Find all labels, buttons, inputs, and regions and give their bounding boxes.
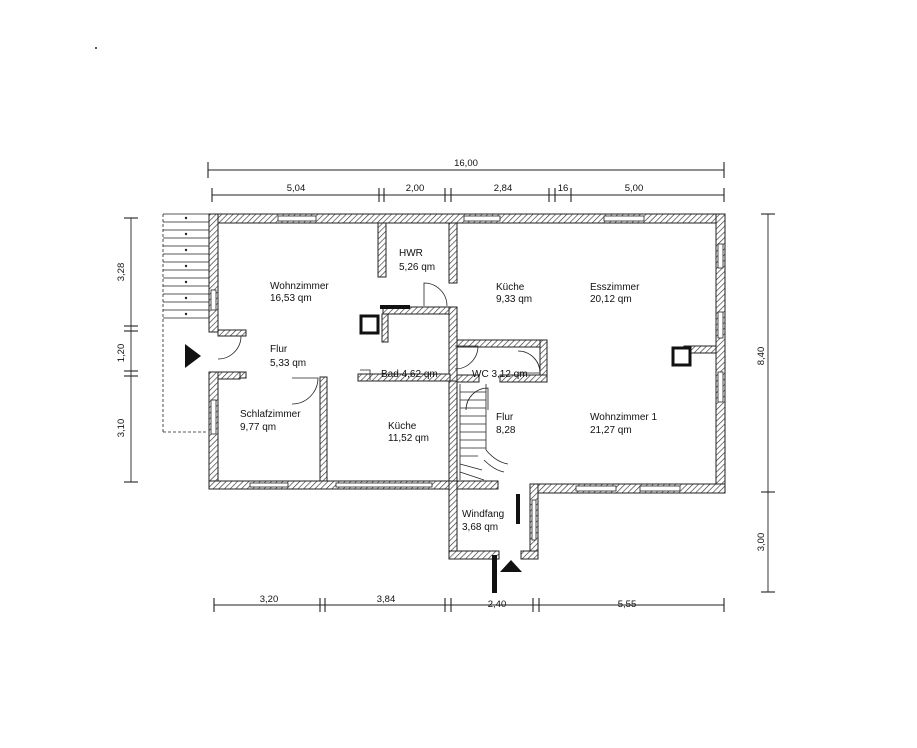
room-kueche-lower-area: 11,52 qm xyxy=(388,433,429,444)
room-flur-center-area: 8,28 xyxy=(496,425,516,436)
room-kueche-lower-name: Küche xyxy=(388,421,417,432)
room-schlafzimmer-area: 9,77 qm xyxy=(240,422,276,433)
dimension-left: 3,28 1,20 3,10 xyxy=(116,217,138,483)
door-swings xyxy=(217,282,541,411)
dim-top-4: 16 xyxy=(558,183,569,194)
dim-right-1: 8,40 xyxy=(756,347,767,366)
room-kueche-upper-name: Küche xyxy=(496,282,525,293)
dim-left-1: 3,28 xyxy=(116,263,127,282)
dim-top-5: 5,00 xyxy=(625,183,644,194)
dim-left-3: 3,10 xyxy=(116,419,127,438)
entrance-arrow-bottom xyxy=(500,560,522,572)
dim-top-2: 2,00 xyxy=(406,183,425,194)
dimension-right: 8,40 3,00 xyxy=(756,213,775,593)
room-bad: Bad 4,62 qm xyxy=(381,369,438,380)
room-windfang-area: 3,68 qm xyxy=(462,522,498,533)
room-schlafzimmer-name: Schlafzimmer xyxy=(240,409,301,420)
room-flur-left-name: Flur xyxy=(270,344,288,355)
room-hwr-area: 5,26 qm xyxy=(399,262,435,273)
room-wohnzimmer1-name: Wohnzimmer 1 xyxy=(590,412,657,423)
room-wohnzimmer1-area: 21,27 qm xyxy=(590,425,632,436)
dimension-top-total: 16,00 xyxy=(207,158,725,178)
room-flur-center-name: Flur xyxy=(496,412,514,423)
entrance-arrow-left xyxy=(185,344,201,368)
dim-bottom-4: 5,55 xyxy=(618,599,637,610)
dim-left-2: 1,20 xyxy=(116,344,127,363)
chimneys xyxy=(359,305,692,593)
room-wohnzimmer-area: 16,53 qm xyxy=(270,293,312,304)
dim-bottom-1: 3,20 xyxy=(260,594,279,605)
dim-top-total-label: 16,00 xyxy=(454,158,478,169)
room-esszimmer-name: Esszimmer xyxy=(590,282,640,293)
dim-bottom-2: 3,84 xyxy=(377,594,396,605)
interior-walls xyxy=(217,222,717,482)
dim-bottom-3: 2,40 xyxy=(488,599,507,610)
dimension-bottom: 3,20 3,84 2,40 5,55 xyxy=(213,594,725,612)
room-windfang-name: Windfang xyxy=(462,509,504,520)
dimension-top-parts: 5,04 2,00 2,84 16 5,00 xyxy=(211,183,725,202)
interior-stairs xyxy=(459,384,509,481)
room-wohnzimmer-name: Wohnzimmer xyxy=(270,281,329,292)
room-esszimmer-area: 20,12 qm xyxy=(590,294,632,305)
room-hwr-name: HWR xyxy=(399,248,423,259)
windows xyxy=(210,215,724,541)
exterior-stairs xyxy=(162,213,210,433)
speck xyxy=(95,47,97,49)
dim-top-3: 2,84 xyxy=(494,183,513,194)
room-kueche-upper-area: 9,33 qm xyxy=(496,294,532,305)
outer-walls xyxy=(208,213,726,560)
room-labels: Wohnzimmer 16,53 qm HWR 5,26 qm Küche 9,… xyxy=(240,248,657,533)
dim-top-1: 5,04 xyxy=(287,183,306,194)
room-wc: WC 3,12 qm xyxy=(472,369,528,380)
room-flur-left-area: 5,33 qm xyxy=(270,358,306,369)
dim-right-2: 3,00 xyxy=(756,533,767,552)
